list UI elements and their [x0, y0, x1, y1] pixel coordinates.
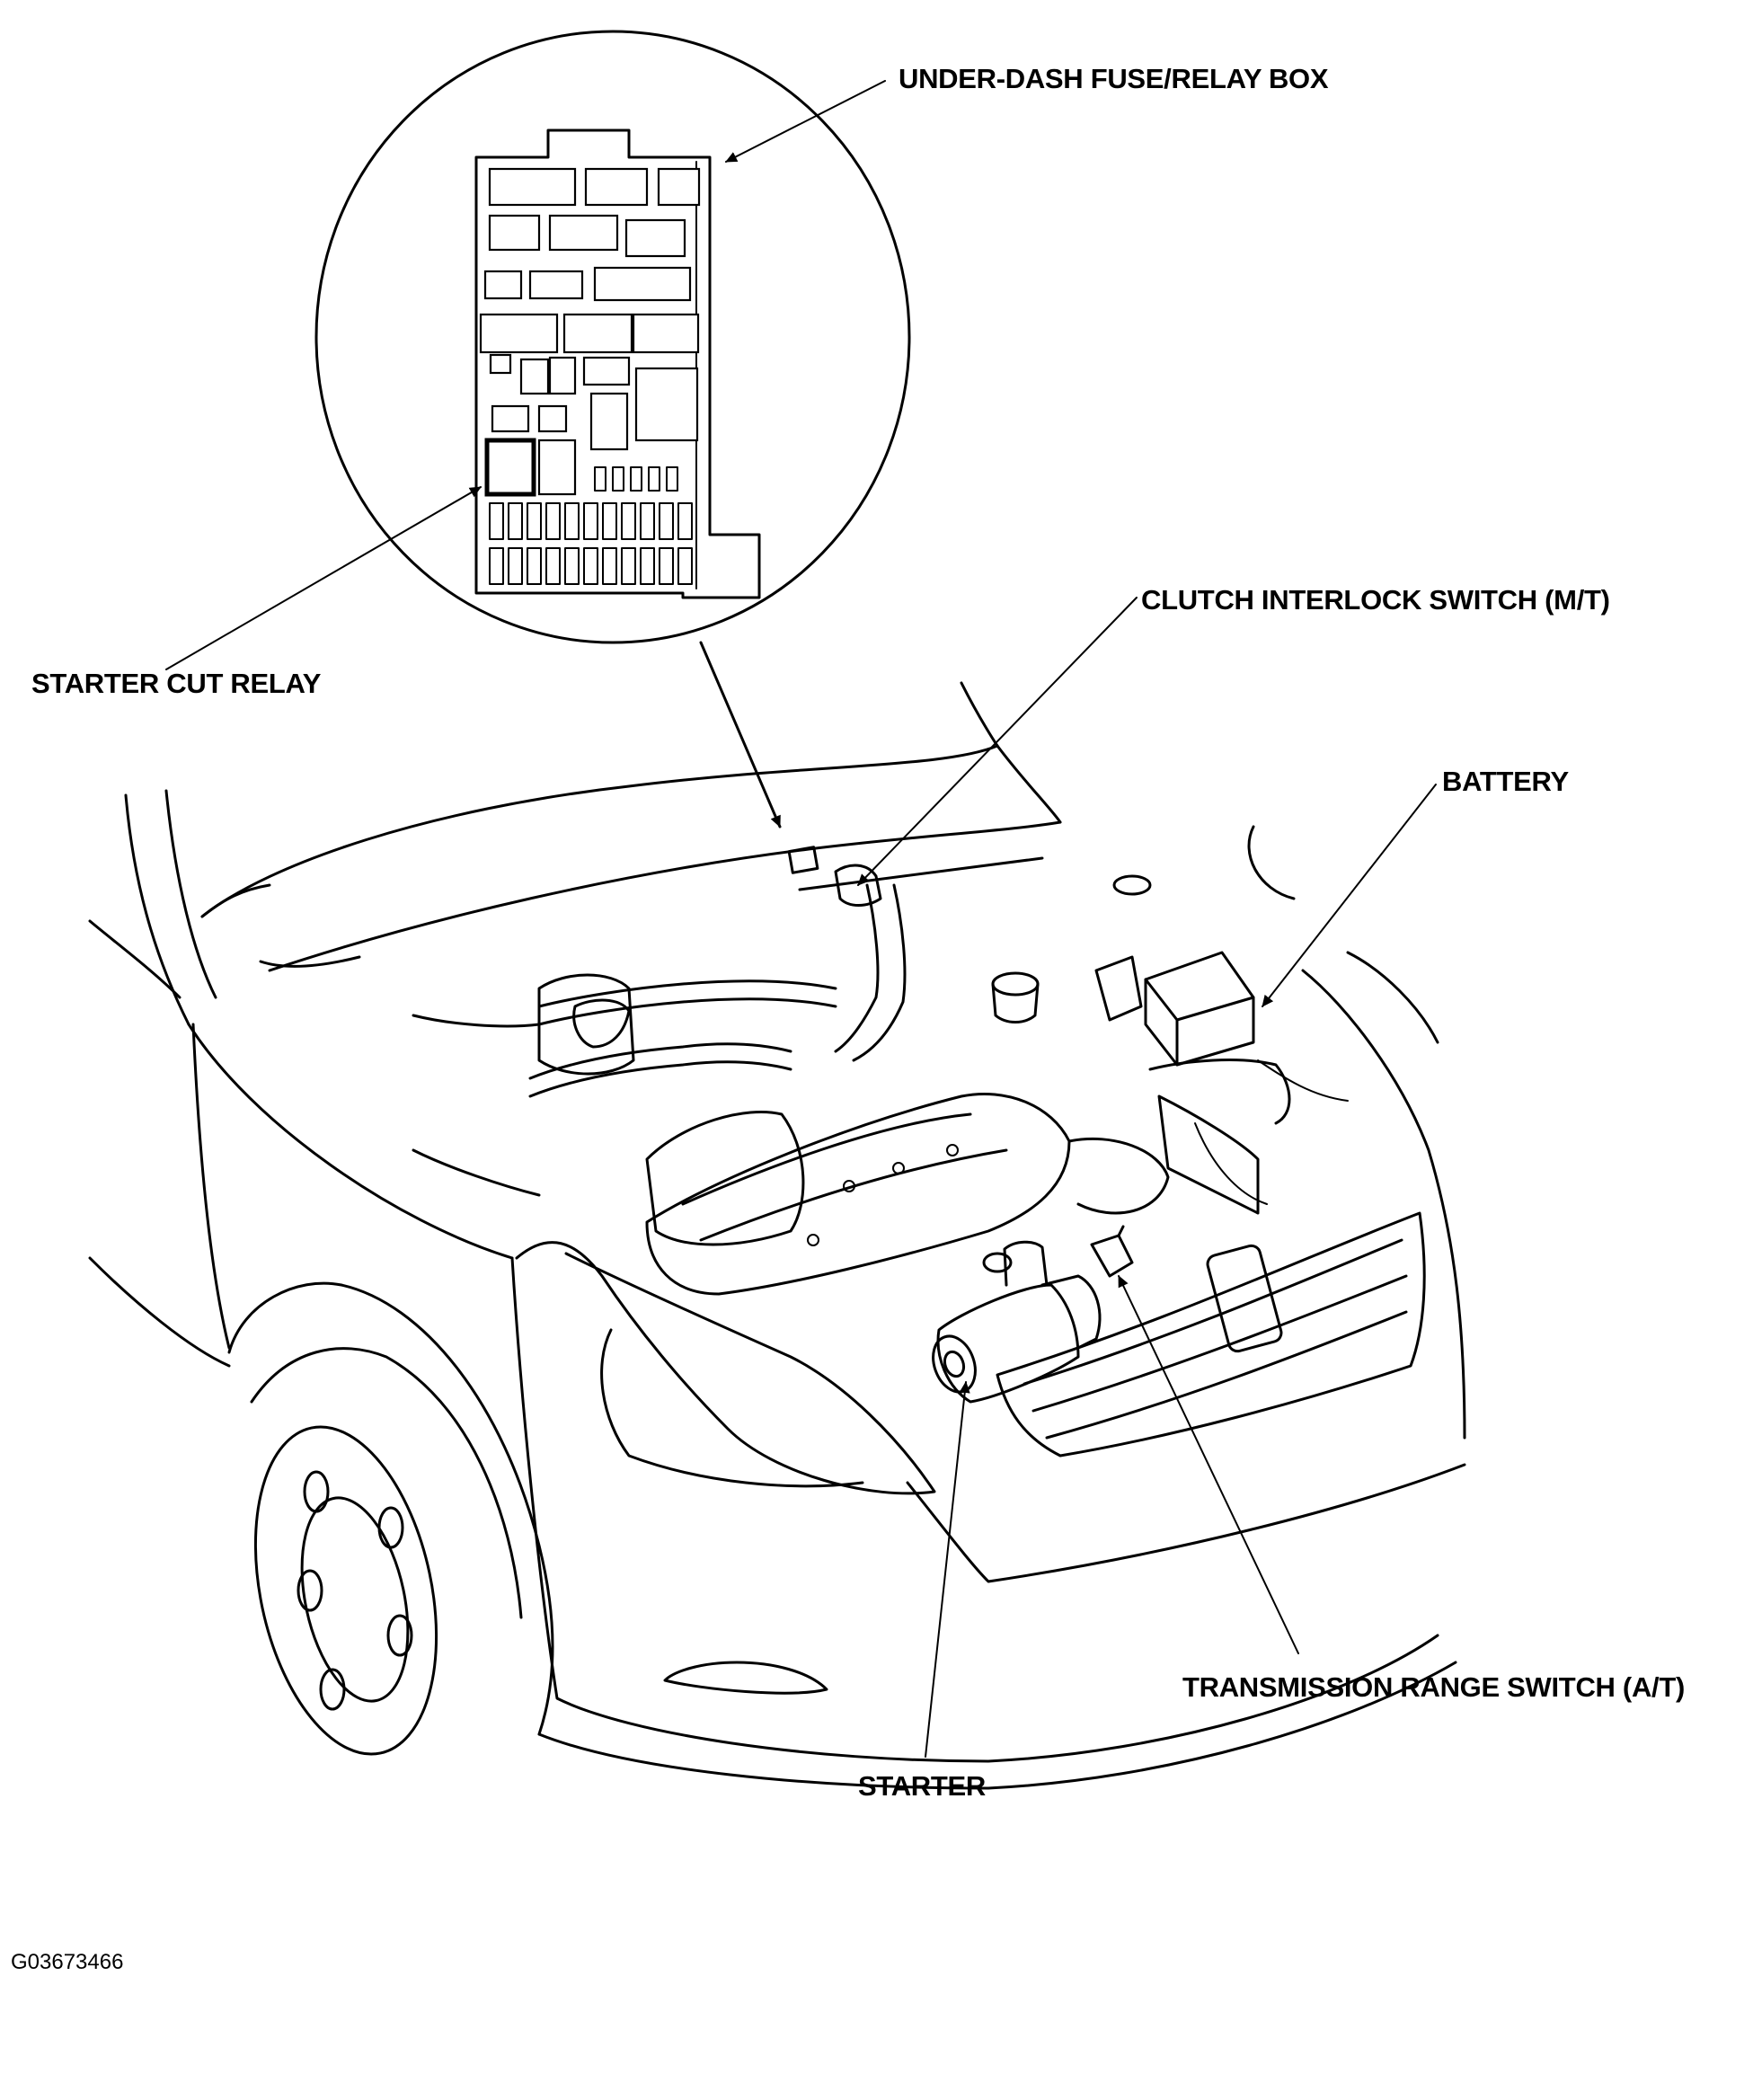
leader-transmission-range [1118, 1275, 1299, 1654]
detail-circle [314, 30, 911, 644]
vehicle-front-view [88, 681, 1466, 1790]
label-clutch-interlock-switch: CLUTCH INTERLOCK SWITCH (M/T) [1141, 584, 1610, 616]
figure-id: G03673466 [11, 1950, 124, 1974]
leader-detail-to-car [699, 641, 782, 828]
under-dash-fuse-relay-box [474, 128, 761, 599]
label-under-dash-fuse-relay-box: UNDER-DASH FUSE/RELAY BOX [899, 63, 1329, 94]
transmission-range-switch [1090, 1225, 1134, 1278]
label-starter-cut-relay: STARTER CUT RELAY [31, 668, 322, 699]
leader-clutch-interlock [857, 597, 1138, 886]
leader-starter [925, 1381, 970, 1758]
label-battery: BATTERY [1442, 766, 1569, 797]
leader-under-dash-box [725, 80, 886, 163]
label-starter: STARTER [858, 1770, 986, 1802]
leader-starter-cut-relay [165, 486, 482, 670]
leader-lines [165, 80, 1437, 1758]
label-transmission-range-switch: TRANSMISSION RANGE SWITCH (A/T) [1182, 1671, 1686, 1703]
leader-battery [1262, 784, 1437, 1007]
starter-motor [932, 1240, 1102, 1404]
